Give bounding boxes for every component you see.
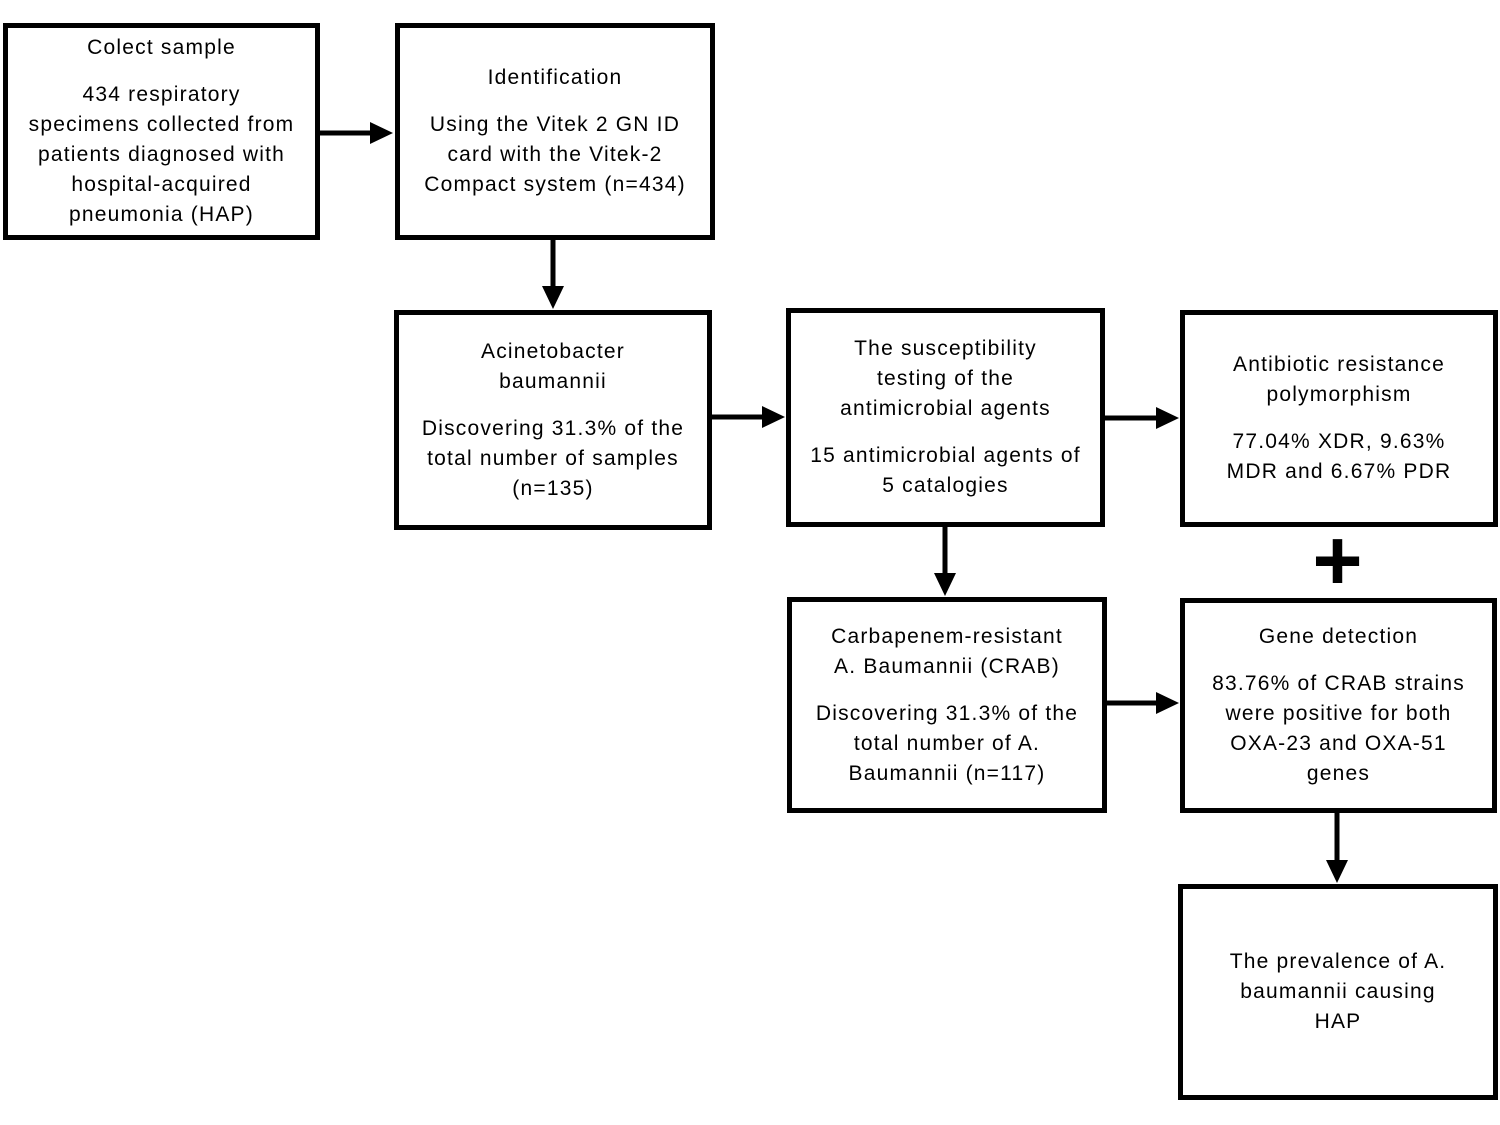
arrow-acinetobacter-to-susceptibility: [712, 406, 785, 428]
box-title: Identification: [487, 66, 623, 89]
box-title: The prevalence of A. baumannii causing H…: [1229, 950, 1447, 1033]
box-body: Discovering 31.3% of the total number of…: [815, 701, 1079, 785]
box-title: Antibiotic resistance polymorphism: [1233, 353, 1445, 406]
box-title: The susceptibility testing of the antimi…: [840, 337, 1051, 420]
box-body: 77.04% XDR, 9.63% MDR and 6.67% PDR: [1226, 430, 1452, 483]
box-body: Using the Vitek 2 GN ID card with the Vi…: [424, 113, 686, 196]
arrow-susceptibility-to-crab: [934, 527, 956, 596]
box-title: Carbapenem-resistant A. Baumannii (CRAB): [831, 624, 1063, 678]
arrow-identification-to-acinetobacter: [542, 240, 564, 309]
plus-symbol: +: [1312, 513, 1363, 609]
box-title: Acinetobacter baumannii: [480, 339, 625, 393]
box-gene-detection: Gene detection 83.76% of CRAB strains we…: [1180, 598, 1497, 813]
box-body: 434 respiratory specimens collected from…: [28, 83, 295, 226]
box-body: Discovering 31.3% of the total number of…: [421, 416, 685, 500]
box-title: Gene detection: [1258, 625, 1419, 648]
arrow-collect-to-identification: [320, 122, 393, 144]
arrow-gene-detection-to-prevalence: [1326, 813, 1348, 883]
arrow-susceptibility-to-resistance: [1105, 407, 1179, 429]
box-antibiotic-resistance-polymorphism: Antibiotic resistance polymorphism 77.04…: [1180, 310, 1498, 527]
arrow-crab-to-gene-detection: [1107, 692, 1179, 714]
box-prevalence: The prevalence of A. baumannii causing H…: [1178, 884, 1498, 1100]
box-body: 83.76% of CRAB strains were positive for…: [1212, 672, 1465, 785]
box-identification: Identification Using the Vitek 2 GN ID c…: [395, 23, 715, 240]
box-susceptibility-testing: The susceptibility testing of the antimi…: [786, 308, 1105, 527]
box-acinetobacter-baumannii: Acinetobacter baumannii Discovering 31.3…: [394, 310, 712, 530]
box-body: 15 antimicrobial agents of 5 catalogies: [810, 444, 1081, 497]
box-collect-sample: Colect sample 434 respiratory specimens …: [3, 23, 320, 240]
box-title: Colect sample: [87, 36, 236, 59]
box-carbapenem-resistant-crab: Carbapenem-resistant A. Baumannii (CRAB)…: [787, 597, 1107, 813]
